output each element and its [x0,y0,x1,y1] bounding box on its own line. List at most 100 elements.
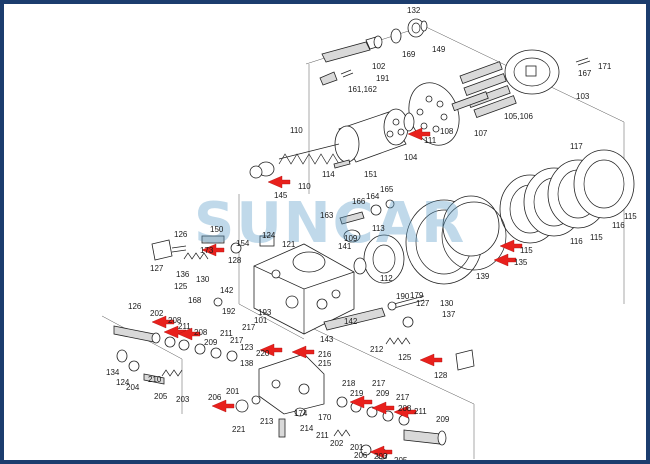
part-label: 125 [174,282,188,291]
part-label: 173 [200,246,214,255]
bearing-150 [353,234,405,284]
part-label: 164 [366,192,380,201]
part-label: 126 [174,230,188,239]
part-number-labels: 132149169102191171167161,162103105,10610… [106,6,637,464]
part-label: 107 [474,129,488,138]
fittings-right [323,295,475,371]
brake-housing-112 [405,195,507,285]
part-label: 109 [344,234,358,243]
part-label: 211 [178,322,191,331]
valve-202-right [333,396,447,460]
part-label: 169 [402,50,416,59]
part-label: 151 [364,170,378,179]
part-label: 171 [598,62,612,71]
part-label: 211 [316,431,329,440]
part-label: 174 [294,409,308,418]
arrow-220 [259,343,283,357]
arrow-208r [393,405,417,419]
part-label: 215 [318,359,332,368]
part-label: 208 [168,316,182,325]
part-label: 132 [407,6,421,15]
part-label: 115 [624,212,637,221]
part-label: 214 [300,424,314,433]
part-label: 136 [176,270,190,279]
arrow-137 [201,243,225,257]
arrow-138 [291,345,315,359]
part-label: 209 [204,338,218,347]
part-label: 113 [372,224,385,233]
part-label: 125 [398,353,412,362]
part-label: 212 [370,345,384,354]
part-label: 211 [220,329,233,338]
part-label: 217 [230,336,244,345]
arrow-134 [419,353,443,367]
arrow-221 [211,399,235,413]
cover-212 [235,353,325,438]
part-label: 205 [394,456,408,464]
spring-110 [249,143,351,179]
arrow-210 [369,445,393,459]
part-label: 145 [274,191,288,200]
part-label: 142 [344,317,358,326]
part-label: 179 [410,291,424,300]
part-label: 216 [318,350,332,359]
part-label: 104 [404,153,418,162]
part-label: 126 [128,302,142,311]
part-label: 201 [350,443,364,452]
part-label: 163 [320,211,334,220]
part-label: 219 [350,389,364,398]
part-label: 110 [298,182,311,191]
part-label: 139 [476,272,490,281]
fittings-left [151,235,242,307]
part-label: 103 [576,92,590,101]
part-label: 110 [290,126,303,135]
part-label: 203 [176,395,190,404]
part-label: 127 [150,264,164,273]
part-label: 191 [376,74,390,83]
part-label: 135 [514,258,528,267]
valve-202-left [113,325,238,385]
part-label: 166 [352,197,366,206]
pin-191 [319,69,354,86]
part-label: 208 [194,328,208,337]
part-label: 217 [242,323,256,332]
part-label: 128 [228,256,242,265]
part-label: 211 [414,407,427,416]
part-label: 192 [222,307,236,316]
arrow-209r [349,395,373,409]
part-label: 206 [354,451,368,460]
friction-plates [499,149,635,244]
arrow-211b [177,327,201,341]
part-label: 115 [590,233,603,242]
part-label: 149 [432,45,446,54]
part-label: 101 [254,316,268,325]
part-label: 221 [232,425,246,434]
arrow-211r [371,401,395,415]
arrow-111 [407,127,431,141]
part-label: 205 [154,392,168,401]
casing-101 [253,235,355,335]
part-label: 208 [398,404,412,413]
part-label: 123 [240,343,254,352]
part-label: 114 [322,170,335,179]
part-label: 203 [374,452,388,461]
pistons-105-106 [451,61,517,119]
part-label: 121 [282,240,296,249]
part-label: 217 [396,393,410,402]
part-label: 193 [258,308,272,317]
part-label: 165 [380,185,394,194]
part-label: 209 [376,389,390,398]
part-label: 161,162 [348,85,377,94]
part-label: 204 [126,383,140,392]
red-arrows [151,127,523,459]
arrow-208a [151,315,175,329]
part-label: 209 [436,415,450,424]
part-label: 170 [318,413,332,422]
part-label: 201 [226,387,240,396]
arrow-110 [267,175,291,189]
arrow-135 [499,239,523,253]
part-label: 112 [380,274,393,283]
part-label: 124 [116,378,130,387]
part-label: 117 [570,142,583,151]
